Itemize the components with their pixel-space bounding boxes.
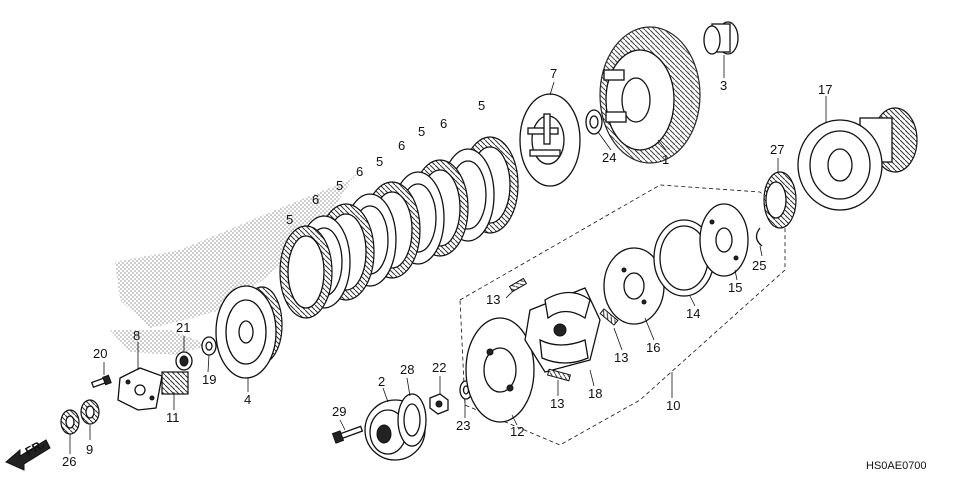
callout-26: 26 [62, 454, 76, 469]
clutch-outer-housing [599, 26, 701, 164]
callout-6d: 6 [312, 192, 319, 207]
leader-lines [69, 55, 827, 454]
callout-7: 7 [550, 66, 557, 81]
front-direction-arrow: FR. [5, 437, 51, 471]
callout-6a: 6 [440, 116, 447, 131]
callout-5d: 5 [336, 178, 343, 193]
snap-ring [755, 227, 763, 247]
clutch-center [215, 285, 283, 379]
callout-22: 22 [432, 360, 446, 375]
callout-20: 20 [93, 346, 107, 361]
callout-6c: 6 [356, 164, 363, 179]
callout-24: 24 [602, 150, 616, 165]
callout-29: 29 [332, 404, 346, 419]
callout-27: 27 [770, 142, 784, 157]
clutch-plate-15 [699, 203, 749, 277]
clutch-outer-28 [397, 393, 427, 447]
drive-plate-12 [465, 317, 535, 423]
callout-5e: 5 [286, 212, 293, 227]
lock-nut [429, 393, 449, 415]
callout-9: 9 [86, 442, 93, 457]
callout-19: 19 [202, 372, 216, 387]
callout-25: 25 [752, 258, 766, 273]
engine-case-shading [115, 170, 360, 328]
callout-13a: 13 [486, 292, 500, 307]
callout-3: 3 [720, 78, 727, 93]
callout-10: 10 [666, 398, 680, 413]
weight-spring [599, 308, 619, 326]
callout-5a: 5 [478, 98, 485, 113]
callout-13c: 13 [550, 396, 564, 411]
callout-17: 17 [818, 82, 832, 97]
callout-labels: 1 2 3 4 5 5 5 5 5 5 6 6 6 6 6 7 8 9 10 1… [62, 66, 832, 469]
lifter-bearing [80, 399, 100, 425]
callout-15: 15 [728, 280, 742, 295]
callout-16: 16 [646, 340, 660, 355]
collar [703, 21, 739, 55]
callout-13b: 13 [614, 350, 628, 365]
clutch-plate-16 [603, 247, 665, 325]
callout-12: 12 [510, 424, 524, 439]
callout-23: 23 [456, 418, 470, 433]
callout-14: 14 [686, 306, 700, 321]
callout-11: 11 [166, 410, 180, 425]
primary-drive-gear [797, 107, 918, 211]
bolt [90, 374, 112, 389]
diagram-code: HS0AE0700 [866, 460, 927, 472]
callout-28: 28 [400, 362, 414, 377]
callout-5b: 5 [418, 124, 425, 139]
callout-21: 21 [176, 320, 190, 335]
pressure-plate [519, 93, 581, 187]
weight-spring [508, 277, 528, 293]
clutch-plate-stack [279, 136, 519, 319]
callout-2: 2 [378, 374, 385, 389]
engine-case-shading-lower [110, 330, 210, 355]
drive-plate-bolt [331, 425, 364, 444]
callout-4: 4 [244, 392, 251, 407]
callout-1: 1 [662, 152, 669, 167]
callout-8: 8 [133, 328, 140, 343]
bearing [60, 409, 80, 435]
spring-cap [175, 351, 193, 371]
clutch-spring [161, 371, 189, 395]
clutch-weight-set [524, 287, 601, 373]
callout-5c: 5 [376, 154, 383, 169]
one-way-bearing [763, 171, 797, 229]
callout-6b: 6 [398, 138, 405, 153]
callout-18: 18 [588, 386, 602, 401]
weight-spring [546, 368, 572, 382]
